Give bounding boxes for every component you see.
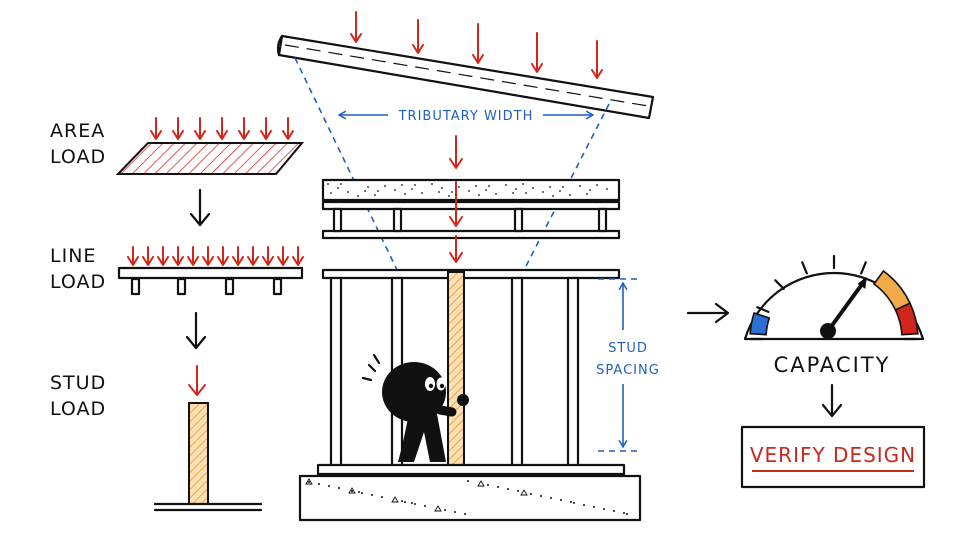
line-load-joist bbox=[176, 277, 187, 296]
line-load-joist bbox=[130, 277, 141, 296]
floor-joist bbox=[597, 207, 608, 233]
stud-load-group: STUD LOAD bbox=[50, 365, 263, 512]
load-arrow-icon bbox=[449, 181, 463, 227]
stud-load-stud bbox=[188, 402, 209, 505]
roof-load-arrows bbox=[350, 11, 603, 79]
load-arrow-icon bbox=[531, 32, 543, 73]
floor-slab bbox=[321, 178, 621, 202]
tributary-line-right bbox=[522, 103, 610, 273]
load-arrow-icon bbox=[277, 246, 289, 266]
top-plate bbox=[321, 268, 621, 280]
floor-system bbox=[321, 178, 621, 240]
load-arrow-icon bbox=[472, 23, 484, 64]
bottom-plate bbox=[316, 463, 626, 476]
foundation-texture bbox=[305, 478, 628, 515]
line-load-beam bbox=[117, 266, 304, 280]
load-arrow-icon bbox=[216, 117, 228, 140]
line-load-label-line1: LINE bbox=[50, 245, 96, 267]
stud bbox=[566, 276, 580, 468]
load-arrow-icon bbox=[194, 117, 206, 140]
down-arrow-icon bbox=[189, 188, 211, 227]
verify-design-label: VERIFY DESIGN bbox=[750, 443, 916, 467]
load-arrow-icon bbox=[282, 117, 294, 140]
tributary-line-left bbox=[294, 57, 399, 273]
stud-spacing-label-line2: SPACING bbox=[596, 363, 660, 378]
stud-spacing-label-line1: STUD bbox=[608, 341, 648, 356]
stud-spacing-dimension: STUD SPACING bbox=[596, 278, 660, 452]
tributary-width-label: TRIBUTARY WIDTH bbox=[398, 109, 534, 124]
load-arrow-icon bbox=[172, 117, 184, 140]
stud bbox=[510, 276, 524, 468]
load-arrow-icon bbox=[187, 246, 199, 266]
load-arrow-icon bbox=[202, 246, 214, 266]
gauge-zone bbox=[894, 302, 919, 336]
verify-design-box: VERIFY DESIGN bbox=[740, 425, 926, 489]
load-arrow-icon bbox=[262, 246, 274, 266]
stud bbox=[329, 276, 343, 468]
stud-load-label-line2: LOAD bbox=[50, 398, 106, 420]
load-arrow-icon bbox=[142, 246, 154, 266]
area-load-label-line2: LOAD bbox=[50, 146, 106, 168]
load-arrow-icon bbox=[188, 365, 206, 396]
line-load-group: LINE LOAD bbox=[50, 245, 304, 296]
foundation-slab bbox=[298, 474, 642, 522]
load-arrow-icon bbox=[292, 246, 304, 266]
load-arrow-icon bbox=[449, 235, 463, 263]
line-load-label-line2: LOAD bbox=[50, 271, 106, 293]
load-arrow-icon bbox=[260, 117, 272, 140]
gauge-needle bbox=[820, 276, 867, 339]
stud-load-label-line1: STUD bbox=[50, 372, 106, 394]
load-arrow-icon bbox=[247, 246, 259, 266]
slab-texture bbox=[327, 183, 608, 197]
floor-joist bbox=[392, 207, 403, 233]
load-arrow-icon bbox=[232, 246, 244, 266]
gauge-zone bbox=[749, 311, 771, 336]
load-arrow-icon bbox=[217, 246, 229, 266]
load-arrow-icon bbox=[238, 117, 250, 140]
load-arrow-icon bbox=[172, 246, 184, 266]
roof-beam bbox=[276, 34, 655, 120]
gauge-zones bbox=[749, 269, 919, 336]
foundation bbox=[298, 474, 642, 522]
tributary-width-dimension: TRIBUTARY WIDTH bbox=[340, 109, 592, 124]
line-load-joist bbox=[224, 277, 235, 296]
load-arrow-icon bbox=[127, 246, 139, 266]
gauge-icon bbox=[743, 254, 925, 341]
highlighted-stud bbox=[447, 271, 465, 467]
down-arrow-icon bbox=[821, 383, 843, 418]
area-load-label-line1: AREA bbox=[50, 120, 105, 142]
line-load-arrows bbox=[127, 246, 304, 266]
capacity-label: CAPACITY bbox=[774, 353, 891, 377]
load-arrow-icon bbox=[449, 135, 463, 169]
load-arrow-icon bbox=[157, 246, 169, 266]
floor-joist bbox=[513, 207, 524, 233]
down-arrow-icon bbox=[185, 311, 207, 350]
floor-bottom-chord bbox=[321, 229, 621, 240]
line-load-joist bbox=[272, 277, 283, 296]
load-arrow-icon bbox=[412, 19, 424, 54]
area-load-plate bbox=[115, 142, 305, 175]
area-load-group: AREA LOAD bbox=[50, 117, 305, 175]
right-arrow-icon bbox=[686, 302, 730, 324]
floor-top-chord bbox=[321, 200, 621, 211]
worker-figure-icon bbox=[361, 353, 469, 462]
wall-frame bbox=[316, 268, 626, 476]
load-arrow-icon bbox=[591, 40, 603, 79]
load-arrow-icon bbox=[150, 117, 162, 140]
load-arrow-icon bbox=[350, 11, 362, 43]
area-load-arrows bbox=[150, 117, 294, 140]
floor-joist bbox=[332, 207, 343, 233]
